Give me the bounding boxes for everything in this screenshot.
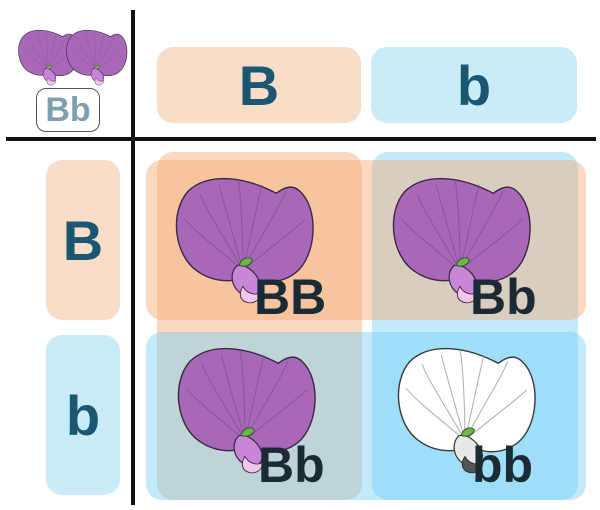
horizontal-divider <box>6 137 596 141</box>
row-header-recessive: b <box>46 335 120 495</box>
column-header-recessive: b <box>371 47 577 123</box>
cell-genotype-top-left: BB <box>254 269 327 325</box>
cell-genotype-bottom-right: bb <box>472 437 534 493</box>
vertical-divider <box>131 10 135 505</box>
column-header-dominant: B <box>157 47 361 123</box>
row-header-dominant: B <box>46 160 120 320</box>
cell-genotype-top-right: Bb <box>470 269 537 325</box>
cell-genotype-bottom-left: Bb <box>258 437 325 493</box>
parent-genotype-badge: Bb <box>36 88 100 132</box>
